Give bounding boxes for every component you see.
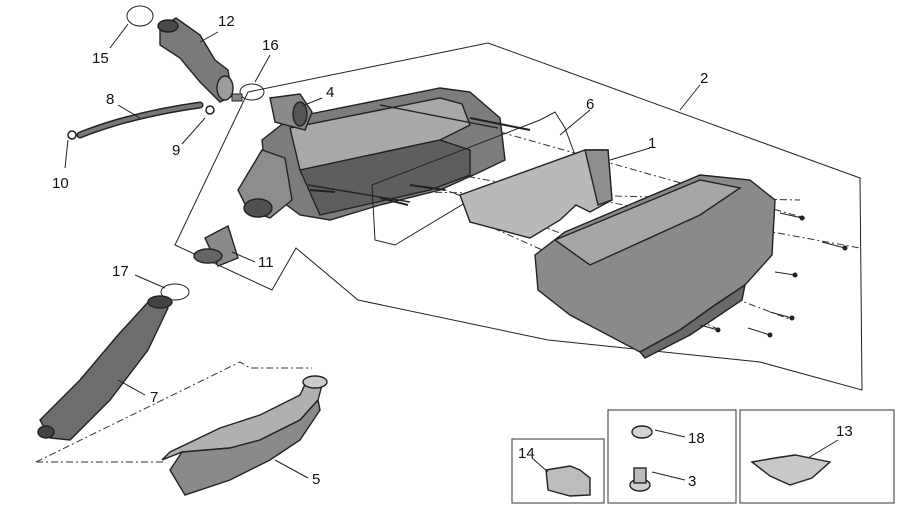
- label-part-8: 8: [106, 91, 114, 108]
- inset-box-18-3: [607, 409, 737, 504]
- assembly-outline: [174, 42, 863, 391]
- label-part-13: 13: [836, 423, 853, 440]
- label-part-17: 17: [112, 263, 129, 280]
- clip-14: [545, 465, 591, 497]
- clip-nut-13: [750, 454, 832, 486]
- air-box-cover: [534, 174, 776, 359]
- intake-duct-5: [161, 375, 328, 496]
- inset-box-13: [739, 409, 895, 504]
- hose-clamp-15: [126, 5, 154, 27]
- hose-clamp-17: [160, 283, 190, 301]
- label-part-3: 3: [688, 473, 696, 490]
- bellows-hose: [37, 295, 173, 441]
- label-part-5: 5: [312, 471, 320, 488]
- label-part-15: 15: [92, 50, 109, 67]
- leader-lines: [64, 23, 839, 481]
- label-part-18: 18: [688, 430, 705, 447]
- label-part-4: 4: [326, 84, 334, 101]
- label-part-1: 1: [648, 135, 656, 152]
- label-part-2: 2: [700, 70, 708, 87]
- plug-3: [629, 467, 651, 492]
- label-part-11: 11: [258, 254, 274, 271]
- label-part-9: 9: [172, 142, 180, 159]
- grommet-18: [631, 425, 653, 439]
- cover-screws: [699, 212, 848, 338]
- hose-clip-10: [67, 130, 77, 140]
- drain-tube-11: [193, 224, 239, 267]
- label-part-10: 10: [52, 175, 69, 192]
- hose-clip-9: [205, 105, 215, 115]
- label-part-14: 14: [518, 445, 535, 462]
- hose-clamp-16: [239, 83, 265, 101]
- label-part-7: 7: [150, 389, 158, 406]
- label-part-12: 12: [218, 13, 235, 30]
- air-box-housing: [237, 87, 506, 221]
- label-part-16: 16: [262, 37, 279, 54]
- label-part-6: 6: [586, 96, 594, 113]
